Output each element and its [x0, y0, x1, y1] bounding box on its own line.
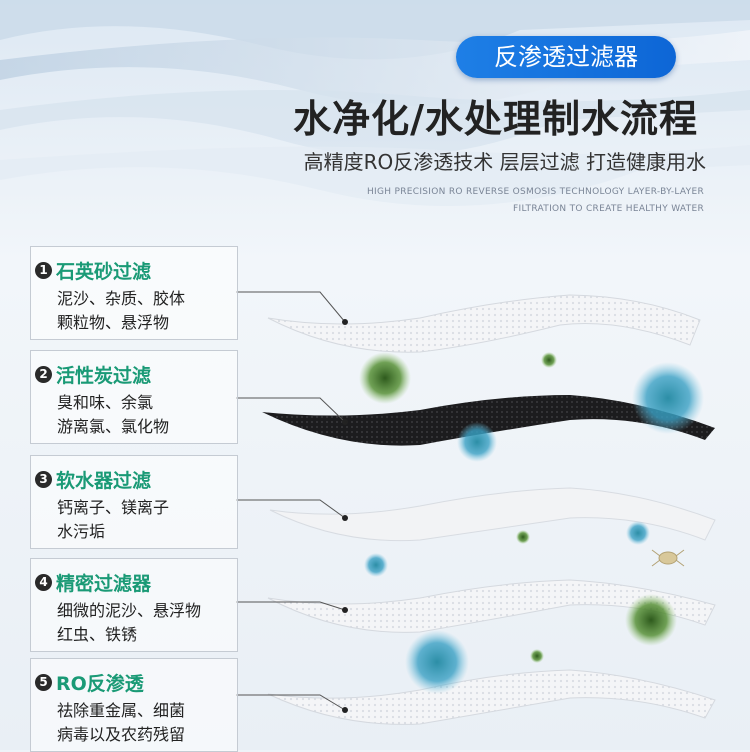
quartz-sand-layer [267, 294, 701, 353]
blue-particle [626, 521, 650, 545]
water-softener-layer [269, 487, 716, 542]
activated-carbon-layer [262, 395, 715, 446]
connector-dot-1 [342, 319, 348, 325]
english-caption-line-2: FILTRATION TO CREATE HEALTHY WATER [513, 204, 704, 214]
mite-icon [651, 549, 685, 567]
step-description: 臭和味、余氯 游离氯、氯化物 [57, 393, 170, 436]
step-title: 活性炭过滤 [56, 365, 152, 387]
green-particle [625, 594, 677, 646]
page-subtitle: 高精度RO反渗透技术 层层过滤 打造健康用水 [303, 150, 706, 174]
english-caption: HIGH PRECISION RO REVERSE OSMOSIS TECHNO… [344, 184, 704, 218]
step-number: 3 [35, 471, 52, 488]
step-title: 石英砂过滤 [56, 261, 152, 283]
precision-filter-layer [267, 579, 716, 633]
blue-particle [632, 362, 704, 434]
blue-particle [405, 630, 469, 694]
connector-3 [236, 499, 346, 519]
ro-membrane-layer [267, 669, 716, 725]
connector-dot-5 [342, 707, 348, 713]
step-title: 软水器过滤 [56, 470, 152, 492]
step-number: 1 [35, 262, 52, 279]
step-number: 2 [35, 366, 52, 383]
category-badge: 反渗透过滤器 [456, 36, 676, 78]
connector-dot-4 [342, 607, 348, 613]
connector-2 [236, 397, 346, 423]
page-title: 水净化/水处理制水流程 [293, 97, 698, 141]
blue-particle [457, 422, 497, 462]
green-particle [516, 530, 530, 544]
step-number: 5 [35, 674, 52, 691]
connector-dot-3 [342, 515, 348, 521]
blue-particle [364, 553, 388, 577]
step-number: 4 [35, 574, 52, 591]
step-description: 泥沙、杂质、胶体 颗粒物、悬浮物 [57, 289, 186, 332]
green-particle [530, 649, 544, 663]
step-description: 钙离子、镁离子 水污垢 [57, 498, 170, 541]
connector-1 [236, 291, 346, 323]
step-title: 精密过滤器 [56, 573, 152, 595]
step-title: RO反渗透 [56, 673, 144, 695]
connector-4 [236, 601, 346, 611]
step-description: 祛除重金属、细菌 病毒以及农药残留 [57, 701, 186, 744]
connector-dot-2 [342, 419, 348, 425]
connector-5 [236, 694, 346, 711]
step-description: 细微的泥沙、悬浮物 红虫、铁锈 [57, 601, 202, 644]
green-particle [359, 352, 411, 404]
green-particle [541, 352, 557, 368]
english-caption-line-1: HIGH PRECISION RO REVERSE OSMOSIS TECHNO… [366, 187, 704, 197]
